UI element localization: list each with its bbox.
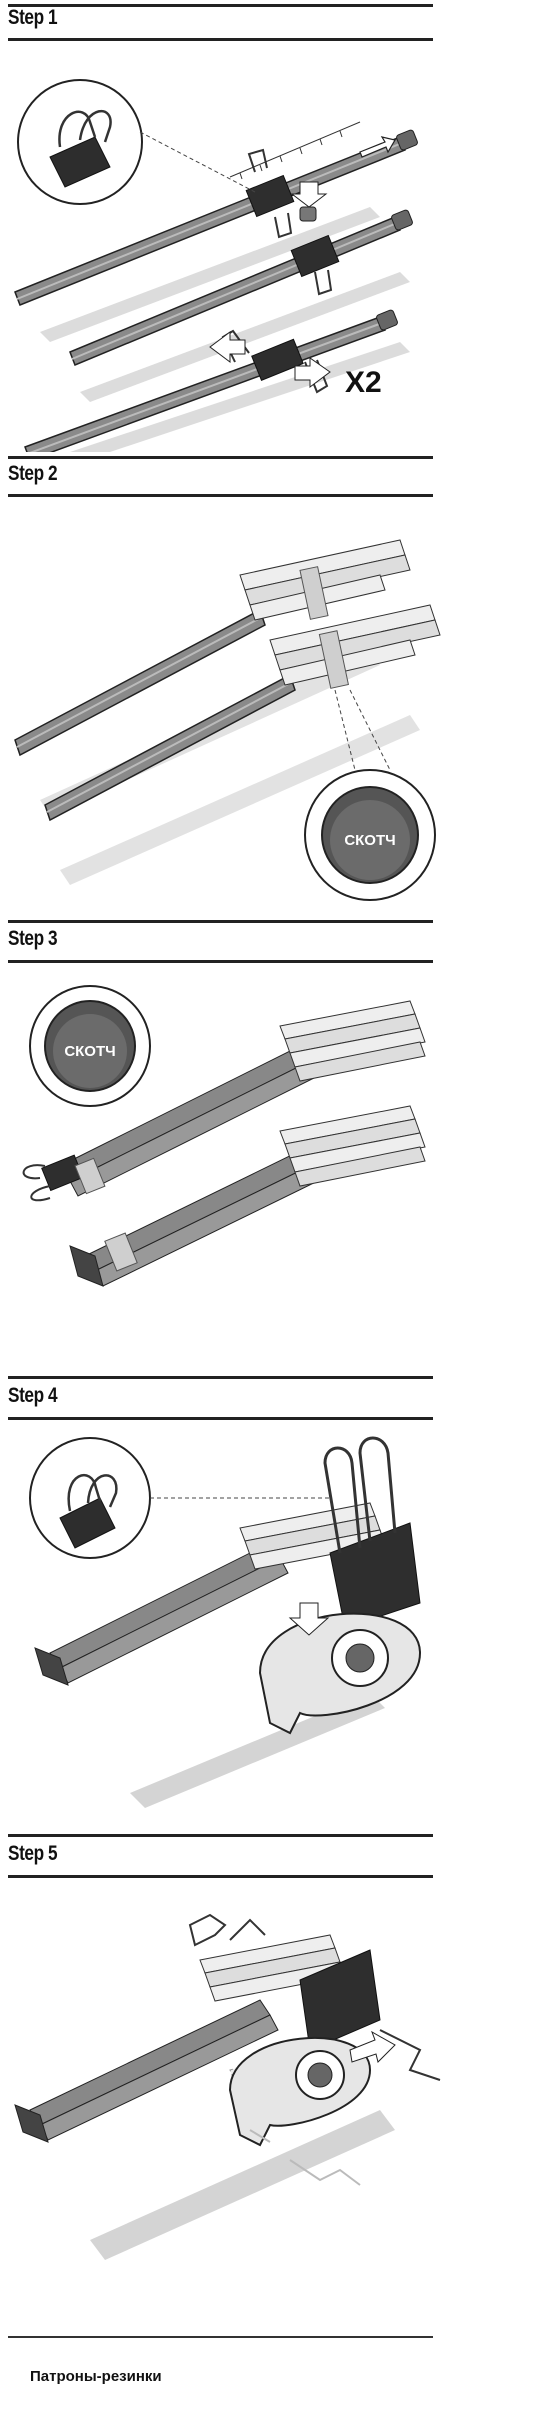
tape-wrap [318, 630, 350, 689]
clothespin-pair [199, 1934, 346, 2002]
arrow-icon [359, 136, 396, 158]
step-2-underline [8, 494, 433, 497]
step-3-illustration: СКОТЧ [0, 966, 533, 1376]
step-1-underline [8, 38, 433, 41]
step-4-title: Step 4 [8, 1384, 58, 1407]
footer-caption: Патроны-резинки [30, 2368, 162, 2385]
arrow-icon [209, 331, 246, 363]
step-4-top-rule [8, 1376, 433, 1379]
step-3-underline [8, 960, 433, 963]
rod-shadow [80, 272, 410, 402]
binder-clip [245, 148, 295, 239]
multiplier-label: X2 [345, 366, 382, 399]
step-1-illustration: X2 [0, 42, 533, 452]
step-3-title: Step 3 [8, 927, 58, 950]
eraser-cap [396, 129, 418, 151]
rod-shadow [40, 207, 380, 342]
tape-label: СКОТЧ [344, 832, 395, 849]
step-4-illustration [0, 1423, 533, 1833]
clothespin-pair [239, 1502, 386, 1570]
tape-dispenser [228, 2036, 372, 2147]
callout-line [139, 131, 256, 193]
arrow-down-icon [290, 181, 328, 208]
arrow-icon [294, 357, 331, 388]
step-4-underline [8, 1417, 433, 1420]
step-3-top-rule [8, 920, 433, 923]
step-5-title: Step 5 [8, 1842, 58, 1865]
step-5-illustration [0, 1880, 533, 2330]
binder-clip [323, 1436, 421, 1629]
step-2-top-rule [8, 456, 433, 459]
shadow [130, 1693, 385, 1808]
pencil-rod [24, 316, 386, 452]
step-5-top-rule [8, 1834, 433, 1837]
tape-wrap [74, 1157, 106, 1195]
step-5-underline [8, 1875, 433, 1878]
step-2-illustration: СКОТЧ [0, 500, 533, 920]
zoom-callout [17, 79, 143, 205]
clothespin-pair [239, 539, 411, 621]
top-rule [8, 4, 433, 7]
clothespin-pair [279, 1000, 426, 1082]
binder-clip-icon [49, 110, 112, 188]
eraser-cap [299, 206, 317, 222]
step-2-title: Step 2 [8, 462, 58, 485]
footer-rule [8, 2336, 433, 2338]
binder-clip-icon [59, 1473, 118, 1549]
arrow-icon [349, 2030, 396, 2063]
tape-label: СКОТЧ [64, 1043, 115, 1060]
tape-dispenser [258, 1612, 422, 1735]
arrow-icon [188, 1913, 227, 1947]
binder-clip [290, 234, 340, 296]
arrow-down-icon [288, 1602, 330, 1636]
shadow [90, 2110, 395, 2260]
clothespin-pair [269, 604, 441, 689]
binder-clip [299, 1949, 381, 2051]
binder-clip [22, 1154, 84, 1202]
step-1-title: Step 1 [8, 6, 58, 29]
clothespin-pair [279, 1105, 426, 1187]
